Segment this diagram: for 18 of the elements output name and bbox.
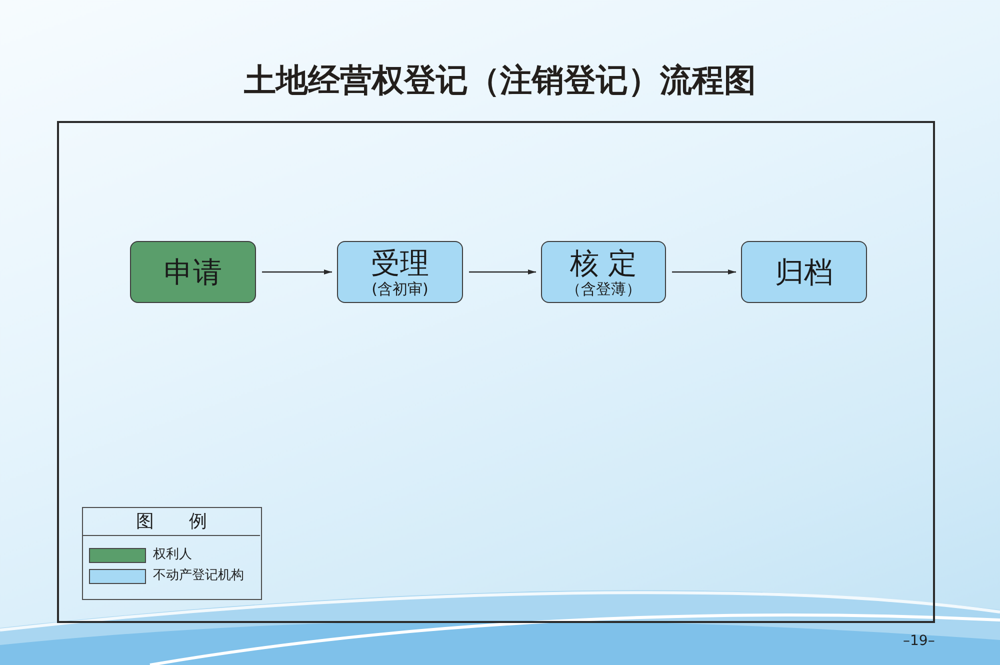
arrow <box>469 270 536 274</box>
title: 土地经营权登记（注销登记）流程图 <box>244 60 756 101</box>
box-sublabel: （含登薄） <box>566 280 641 298</box>
box-label: 受理 <box>371 246 429 280</box>
page-number: –19– <box>903 632 935 650</box>
arrow <box>672 270 736 274</box>
arrow <box>262 270 332 274</box>
box-label: 核 定 <box>570 246 638 280</box>
box-label: 归档 <box>775 255 833 289</box>
box-sublabel: (含初审) <box>372 280 428 298</box>
process-box <box>337 241 463 303</box>
process-box <box>541 241 666 303</box>
process-box <box>741 241 867 303</box>
process-box <box>130 241 256 303</box>
box-label: 申请 <box>164 255 222 289</box>
legend-label: 不动产登记机构 <box>153 568 244 584</box>
legend-title: 图 例 <box>83 508 260 536</box>
legend-label: 权利人 <box>153 547 192 563</box>
